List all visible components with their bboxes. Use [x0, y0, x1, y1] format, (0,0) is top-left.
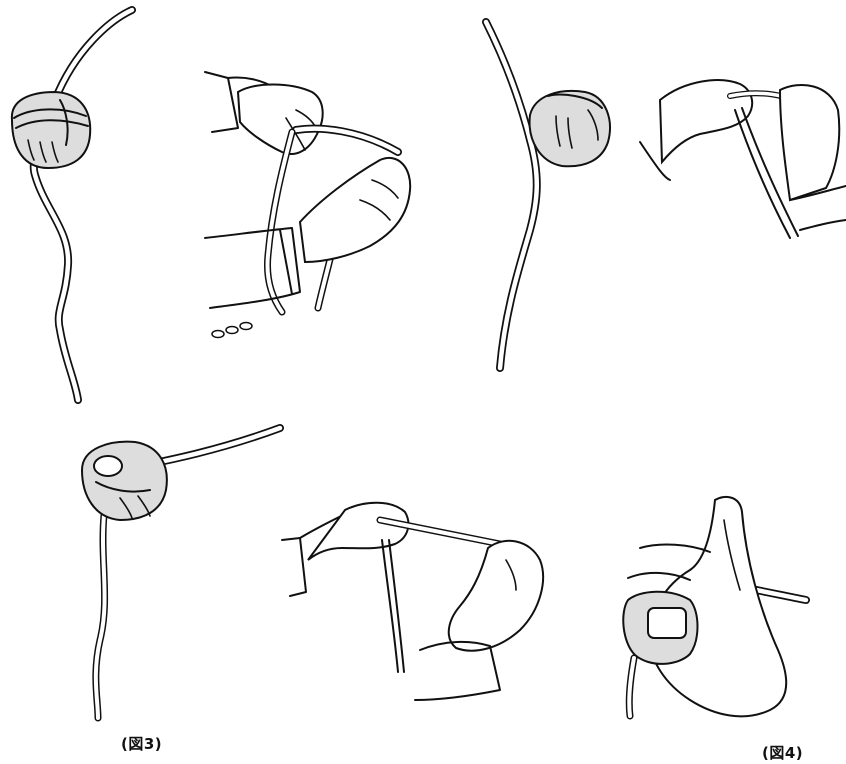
- panel-top-middle-two-hands: [205, 72, 410, 338]
- panel-top-right-two-hands: [640, 80, 846, 238]
- figure-4-caption: (図4): [762, 742, 803, 763]
- figure-3-caption: (図3): [121, 733, 162, 754]
- panel-top-left-wrapped-hand: [12, 10, 132, 400]
- panel-bottom-middle-two-hands: [282, 503, 543, 700]
- panel-bottom-right-thumb-knot: [623, 497, 806, 716]
- panel-top-right-rope-over-hand: [486, 22, 610, 368]
- panel-bottom-left-knot: [82, 428, 280, 718]
